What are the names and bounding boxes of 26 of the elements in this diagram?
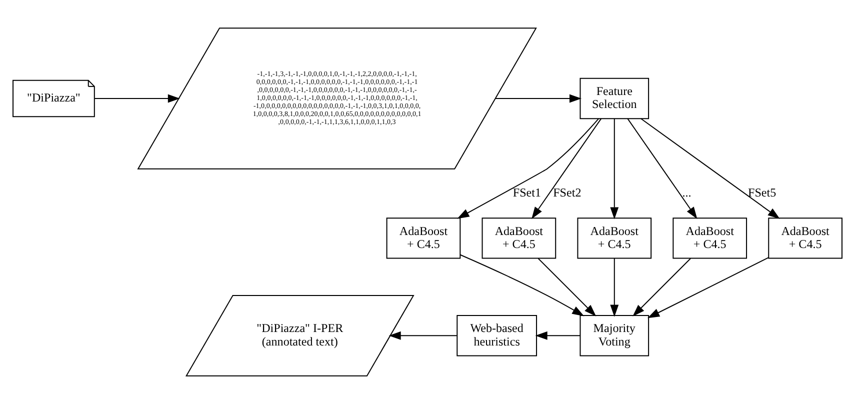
node-box: AdaBoost + C4.5	[386, 218, 460, 259]
edge-label: FSet5	[748, 186, 776, 200]
arrow	[495, 94, 582, 103]
node-box: AdaBoost + C4.5	[576, 218, 652, 259]
edge-label: ...	[682, 186, 691, 200]
arrow	[646, 257, 768, 318]
arrow	[531, 118, 602, 219]
arrow	[610, 118, 618, 220]
arrow	[537, 258, 596, 316]
arrow	[632, 258, 690, 316]
node-box: Majority Voting	[579, 315, 649, 356]
arrow	[94, 94, 180, 103]
edge-label: FSet1	[512, 186, 541, 200]
node-box: AdaBoost + C4.5	[672, 218, 747, 259]
arrow	[640, 118, 780, 219]
node-box: AdaBoost + C4.5	[768, 218, 842, 259]
node-box: Feature Selection	[579, 78, 649, 120]
arrow	[610, 258, 618, 317]
arrow	[388, 331, 456, 340]
arrow	[459, 254, 584, 316]
edge-label: FSet2	[552, 186, 581, 200]
node-box: AdaBoost + C4.5	[481, 218, 556, 259]
arrow	[456, 118, 598, 219]
node-box: Web-based heuristics	[456, 315, 537, 356]
arrow	[626, 118, 697, 219]
arrow	[534, 331, 580, 340]
